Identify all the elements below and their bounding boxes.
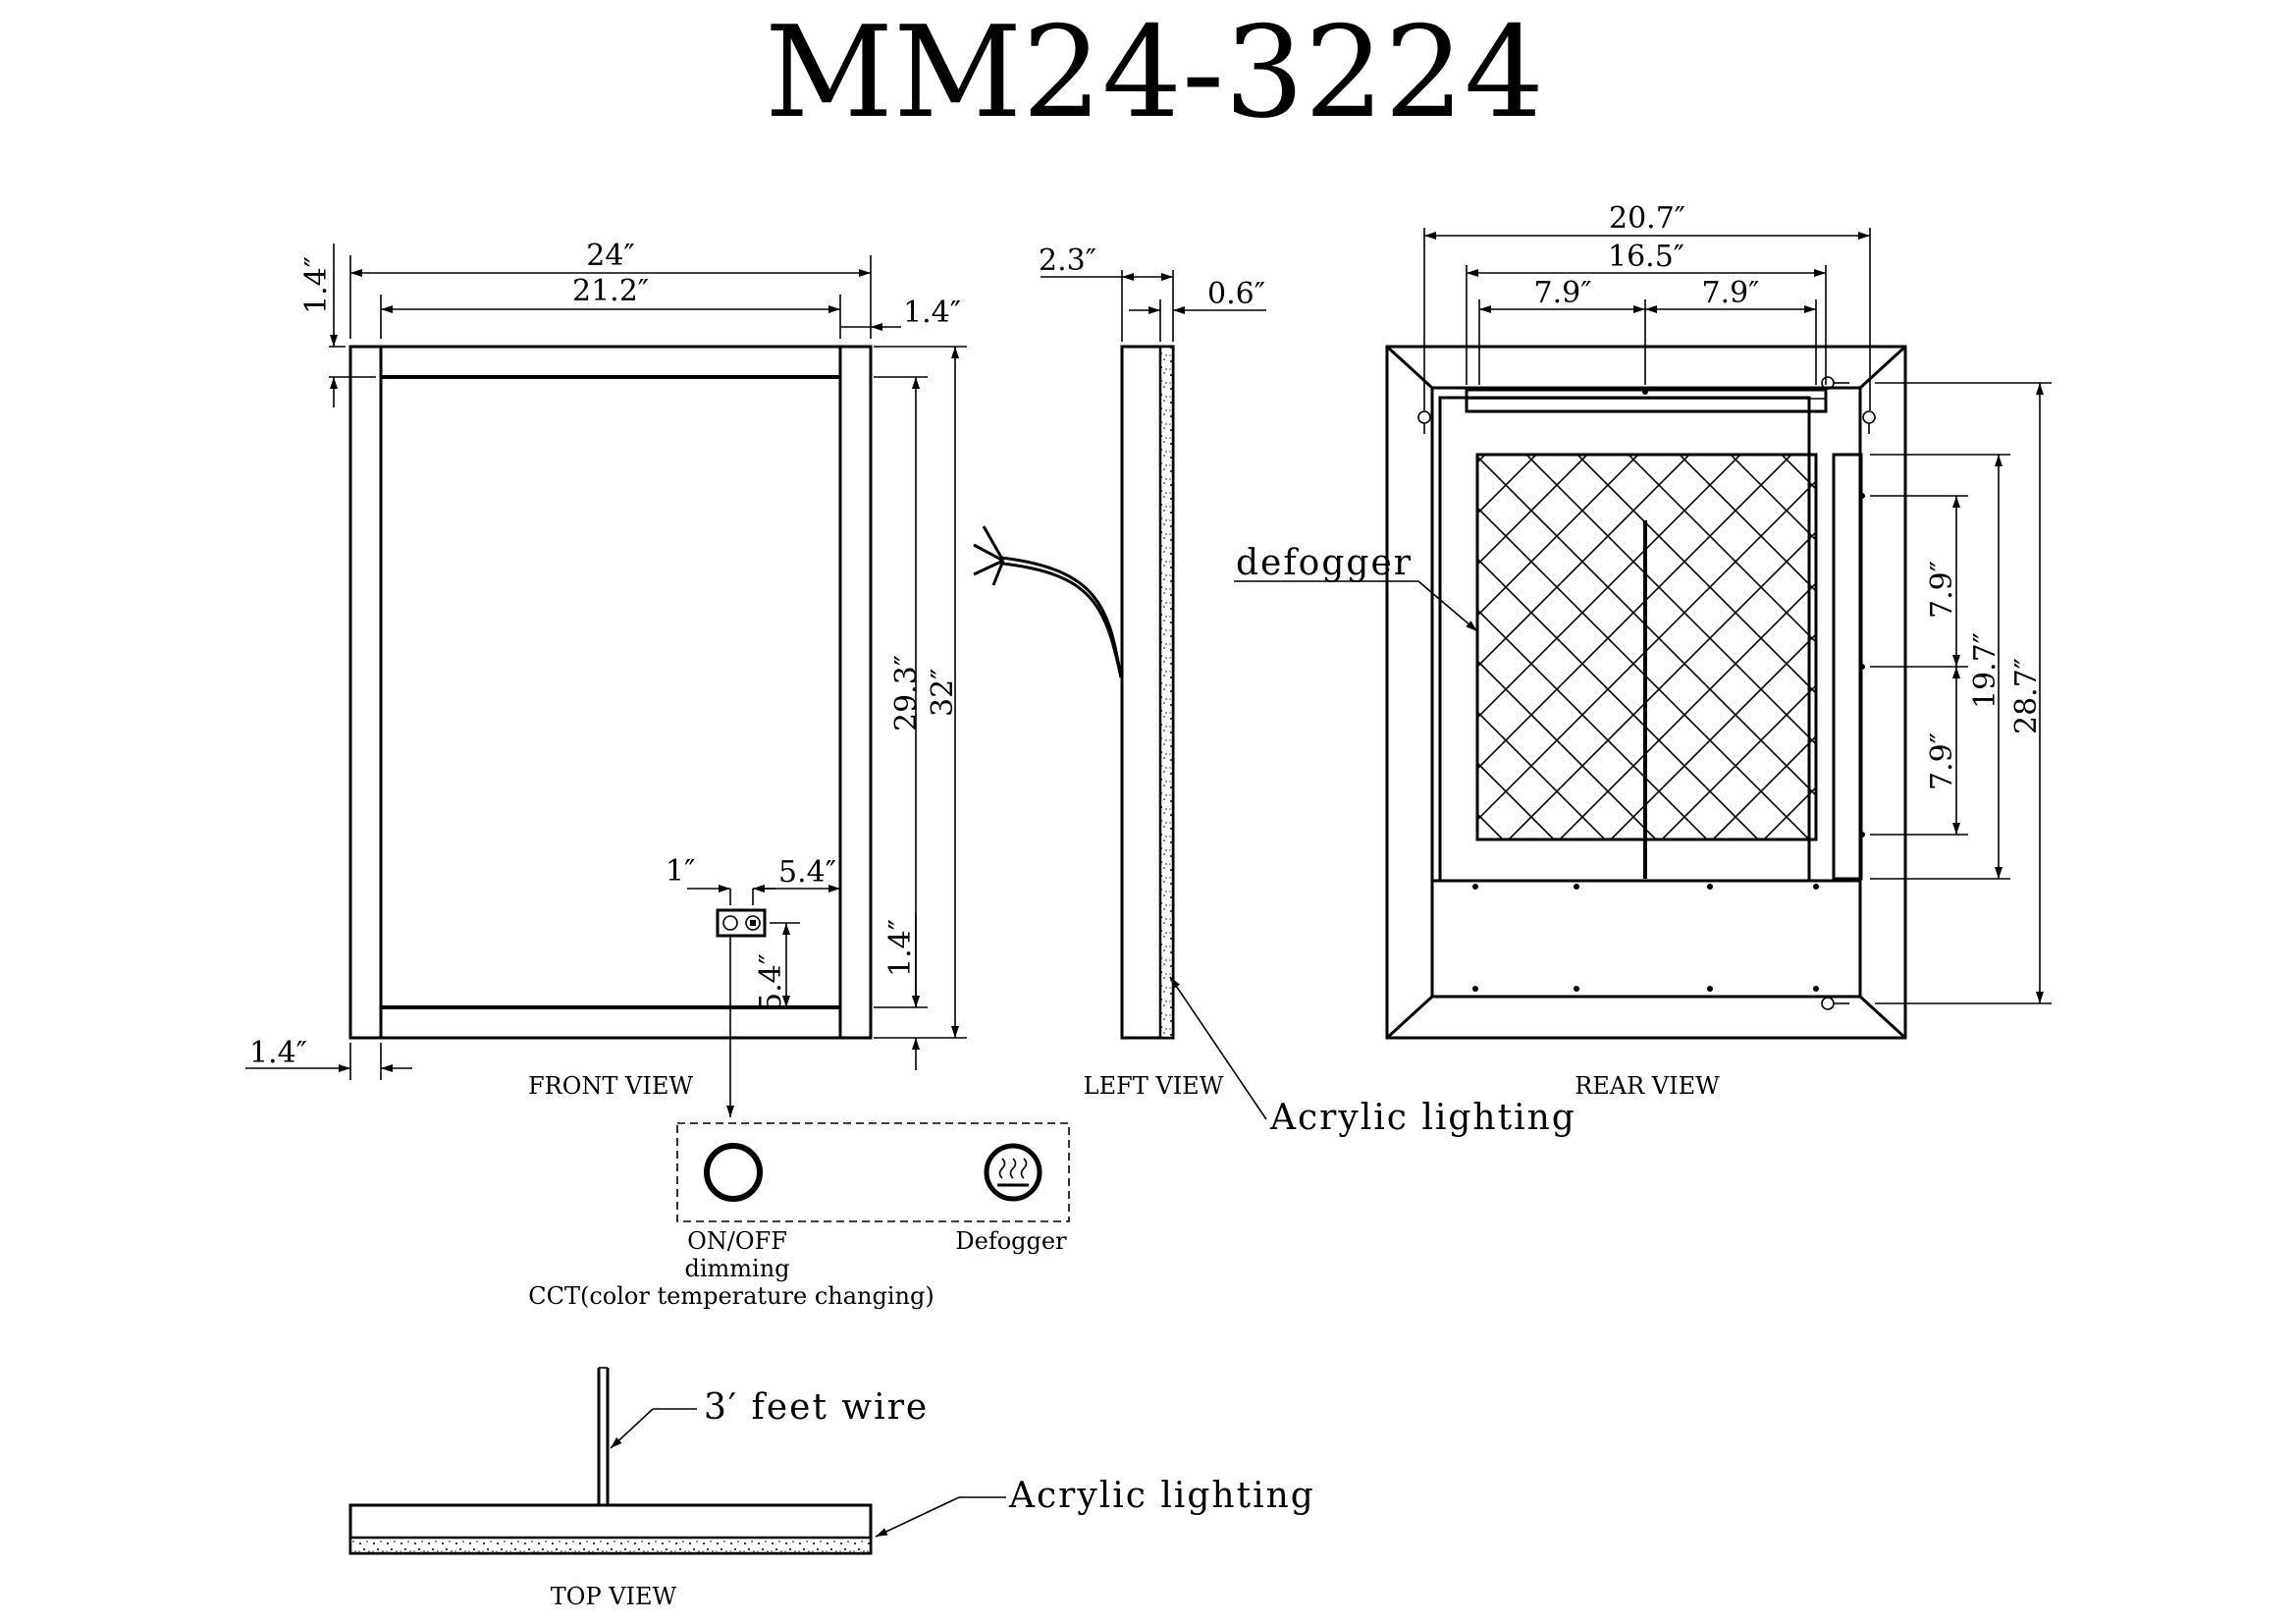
top-view-label: TOP VIEW (551, 1583, 677, 1610)
dim-inner-width: 21.2″ (572, 274, 649, 308)
top-acrylic-callout: Acrylic lighting (1008, 1476, 1315, 1516)
left-view-acrylic (1158, 345, 1175, 1040)
left-view-label: LEFT VIEW (1084, 1072, 1224, 1100)
front-view: 24″ 21.2″ 1.4″ 1.4″ 29.3″ 32″ 1.4″ (245, 239, 967, 1100)
rear-side-bracket (1832, 453, 1863, 881)
dim-switch-from-right: 5.4″ (778, 855, 836, 890)
defogger-heat-icon (984, 1143, 1042, 1202)
left-view-wire (1000, 556, 1123, 678)
rear-defogger-callout: defogger (1236, 543, 1413, 583)
dim-rear-vertical-upper: 7.9″ (1925, 561, 1959, 619)
dim-rear-vertical-lower: 7.9″ (1925, 732, 1959, 790)
dim-overall-width: 24″ (586, 239, 634, 273)
dim-rear-bracket-width: 16.5″ (1608, 240, 1684, 274)
dim-rear-vertical-bracket: 19.7″ (1968, 632, 2002, 709)
top-view-acrylic (348, 1536, 873, 1555)
page-title: MM24-3224 (765, 0, 1544, 146)
dimming-label: dimming (684, 1255, 789, 1282)
dim-frame-bottom: 1.4″ (883, 919, 918, 977)
rear-outer-frame (1385, 345, 1907, 1040)
dim-inner-height: 29.3″ (889, 655, 924, 731)
control-panel-frame (676, 1122, 1070, 1222)
dim-frame-right-top: 1.4″ (903, 296, 961, 330)
dim-rear-hanger-span: 20.7″ (1609, 201, 1685, 236)
front-view-label: FRONT VIEW (528, 1072, 693, 1100)
front-mirror-glass (379, 345, 842, 1040)
dim-left-acrylic: 0.6″ (1207, 277, 1265, 311)
dim-frame-top: 1.4″ (299, 256, 334, 314)
control-panel: ON/OFF dimming CCT(color temperature cha… (528, 1122, 1070, 1310)
front-frame-outer (348, 345, 873, 1040)
dim-rear-bracket-right: 7.9″ (1702, 276, 1760, 310)
front-touch-switch (716, 908, 767, 938)
left-acrylic-callout: Acrylic lighting (1269, 1098, 1576, 1138)
top-wire-callout: 3′ feet wire (704, 1387, 929, 1428)
dim-switch-from-bottom: 5.4″ (754, 953, 788, 1011)
cct-label: CCT(color temperature changing) (528, 1282, 934, 1310)
defogger-button-label: Defogger (955, 1227, 1067, 1255)
dim-overall-height: 32″ (926, 669, 960, 717)
dim-rear-bracket-left: 7.9″ (1534, 276, 1592, 310)
power-ring-icon (704, 1143, 763, 1202)
keyhole-hanger-icons (1417, 376, 1876, 1010)
on-off-label: ON/OFF (687, 1227, 787, 1255)
rear-view-label: REAR VIEW (1575, 1072, 1720, 1100)
rear-view: 20.7″ 16.5″ 7.9″ 7.9″ 28.7″ 19.7″ 7.9″ 7… (1234, 201, 2052, 1100)
dim-frame-left: 1.4″ (249, 1036, 307, 1070)
dim-rear-vertical-total: 28.7″ (2009, 658, 2044, 734)
left-view: 2.3″ 0.6″ LEFT VIEW Acrylic lighting (973, 243, 1576, 1138)
dim-switch-width: 1″ (666, 854, 695, 889)
rear-screws (1472, 389, 1865, 992)
dim-left-depth: 2.3″ (1039, 243, 1096, 278)
top-view: 3′ feet wire Acrylic lighting TOP VIEW (348, 1367, 1315, 1610)
